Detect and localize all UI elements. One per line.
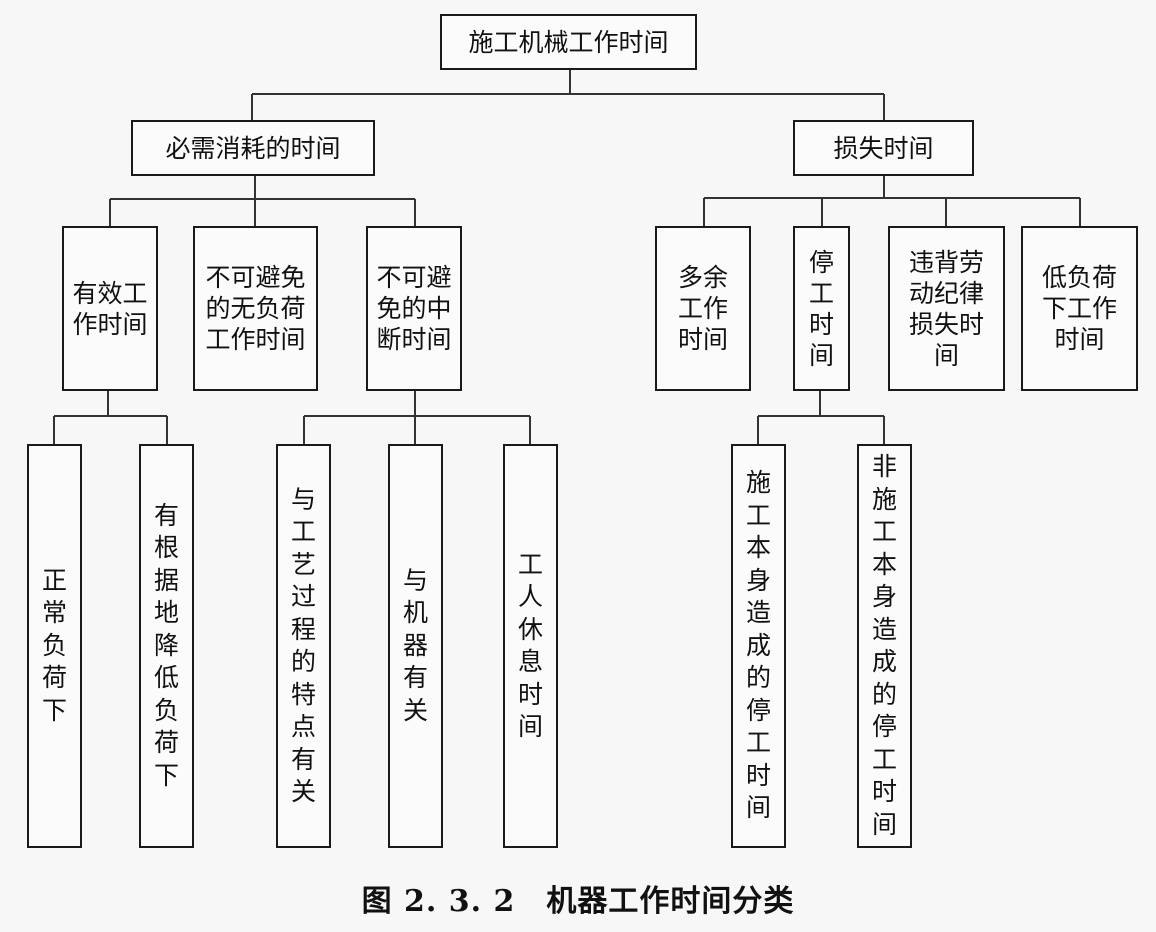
effective-work-label: 有效工作时间 bbox=[72, 278, 148, 339]
loss-time-label: 损失时间 bbox=[833, 133, 934, 163]
loss-time-node: 损失时间 bbox=[793, 120, 974, 176]
leaf-construction-caused-stop: 施工本身造成的停工时间 bbox=[731, 444, 786, 848]
leaf-label: 非施工本身造成的停工时间 bbox=[871, 452, 897, 839]
leaf-worker-rest: 工人休息时间 bbox=[503, 444, 558, 848]
interruption-label: 不可避免的中断时间 bbox=[376, 263, 452, 354]
root-node: 施工机械工作时间 bbox=[440, 14, 697, 70]
leaf-process-related: 与工艺过程的特点有关 bbox=[276, 444, 331, 848]
leaf-label: 工人休息时间 bbox=[517, 549, 543, 742]
discipline-loss-node: 违背劳动纪律损失时间 bbox=[888, 226, 1005, 391]
no-load-label: 不可避免的无负荷工作时间 bbox=[205, 263, 306, 354]
leaf-label: 有根据地降低负荷下 bbox=[153, 500, 179, 790]
leaf-label: 施工本身造成的停工时间 bbox=[745, 468, 771, 823]
extra-work-node: 多余工作时间 bbox=[655, 226, 751, 391]
interruption-node: 不可避免的中断时间 bbox=[366, 226, 462, 391]
effective-work-node: 有效工作时间 bbox=[62, 226, 158, 391]
extra-work-label: 多余工作时间 bbox=[677, 263, 728, 354]
leaf-machine-related: 与机器有关 bbox=[388, 444, 443, 848]
root-label: 施工机械工作时间 bbox=[468, 27, 669, 57]
low-load-node: 低负荷下工作时间 bbox=[1021, 226, 1138, 391]
figure-caption: 图 2. 3. 2 机器工作时间分类 bbox=[361, 884, 795, 919]
leaf-non-construction-caused-stop: 非施工本身造成的停工时间 bbox=[857, 444, 912, 848]
stoppage-label: 停工时间 bbox=[808, 247, 834, 370]
leaf-label: 与工艺过程的特点有关 bbox=[290, 484, 316, 807]
low-load-label: 低负荷下工作时间 bbox=[1041, 263, 1117, 354]
leaf-reduced-load: 有根据地降低负荷下 bbox=[139, 444, 194, 848]
discipline-loss-label: 违背劳动纪律损失时间 bbox=[908, 247, 984, 370]
leaf-normal-load: 正常负荷下 bbox=[27, 444, 82, 848]
leaf-label: 正常负荷下 bbox=[41, 565, 67, 725]
necessary-time-node: 必需消耗的时间 bbox=[131, 120, 375, 176]
necessary-time-label: 必需消耗的时间 bbox=[165, 133, 341, 163]
no-load-node: 不可避免的无负荷工作时间 bbox=[193, 226, 318, 391]
stoppage-node: 停工时间 bbox=[793, 226, 850, 391]
leaf-label: 与机器有关 bbox=[402, 565, 428, 725]
